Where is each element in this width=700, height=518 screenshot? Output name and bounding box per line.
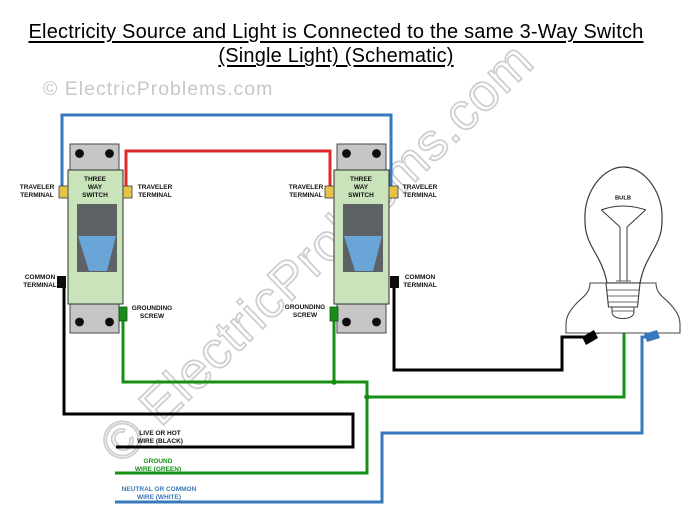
title-line-2: (Single Light) (Schematic) <box>218 45 454 68</box>
ground-junction-dot-1 <box>331 379 337 385</box>
page-title: Electricity Source and Light is Connecte… <box>0 20 672 69</box>
plate-screw <box>372 317 381 327</box>
plate-screw <box>342 317 351 327</box>
hot-wire-to-lamp <box>392 287 592 372</box>
hot-wire-source <box>62 287 355 449</box>
ground-wire-main <box>115 318 369 475</box>
bulb-glass <box>584 166 663 284</box>
grounding-screw <box>329 306 339 322</box>
grounding-screw <box>118 306 128 322</box>
traveler-wire-white <box>60 113 393 186</box>
plate-screw <box>75 317 84 327</box>
neutral-wire <box>115 335 651 504</box>
grounding-screw-label: GROUNDING SCREW <box>284 303 326 319</box>
common-terminal-screw <box>390 276 399 288</box>
live-wire-label: LIVE OR HOT WIRE (BLACK) <box>137 429 183 445</box>
traveler-wire-red <box>124 149 332 187</box>
ground-wire-label: GROUND WIRE (GREEN) <box>134 457 182 473</box>
three-way-switch-right <box>324 143 399 334</box>
plate-screw <box>105 149 114 158</box>
socket-threads <box>606 289 640 303</box>
traveler-terminal-screw <box>388 185 399 199</box>
traveler-terminal-screw <box>58 185 69 199</box>
socket-cup <box>611 306 635 320</box>
plate-screw <box>372 149 381 158</box>
common-terminal-label: COMMON TERMINAL <box>23 273 57 289</box>
ground-junction-dot-2 <box>364 394 370 400</box>
traveler-terminal-screw <box>122 185 133 199</box>
switch-label: THREE WAY SWITCH <box>82 175 108 200</box>
title-line-1: Electricity Source and Light is Connecte… <box>28 21 644 43</box>
watermark-header: © ElectricProblems.com <box>43 78 274 100</box>
neutral-wire-label: NEUTRAL OR COMMON WIRE (WHITE) <box>121 485 197 501</box>
traveler-terminal-label: TRAVELER TERMINAL <box>288 183 324 199</box>
three-way-switch-left <box>57 143 133 334</box>
common-terminal-label: COMMON TERMINAL <box>403 273 437 289</box>
plate-screw <box>342 149 351 158</box>
common-terminal-screw <box>57 276 66 288</box>
plate-screw <box>75 149 84 158</box>
traveler-terminal-label: TRAVELER TERMINAL <box>19 183 55 199</box>
plate-screw <box>105 317 114 327</box>
bulb-label: BULB <box>614 195 632 202</box>
switch-label: THREE WAY SWITCH <box>348 175 374 200</box>
switch-toggle[interactable] <box>78 236 116 271</box>
lamp-hot-connector <box>582 330 598 345</box>
switch-toggle[interactable] <box>344 236 382 271</box>
bulb-filament <box>600 205 647 282</box>
traveler-terminal-label: TRAVELER TERMINAL <box>402 183 438 199</box>
grounding-screw-label: GROUNDING SCREW <box>131 304 173 320</box>
traveler-terminal-screw <box>324 185 335 199</box>
lamp-neutral-connector <box>644 330 660 342</box>
traveler-terminal-label: TRAVELER TERMINAL <box>137 183 173 199</box>
bulb-socket <box>605 282 641 308</box>
light-bulb <box>565 166 681 334</box>
